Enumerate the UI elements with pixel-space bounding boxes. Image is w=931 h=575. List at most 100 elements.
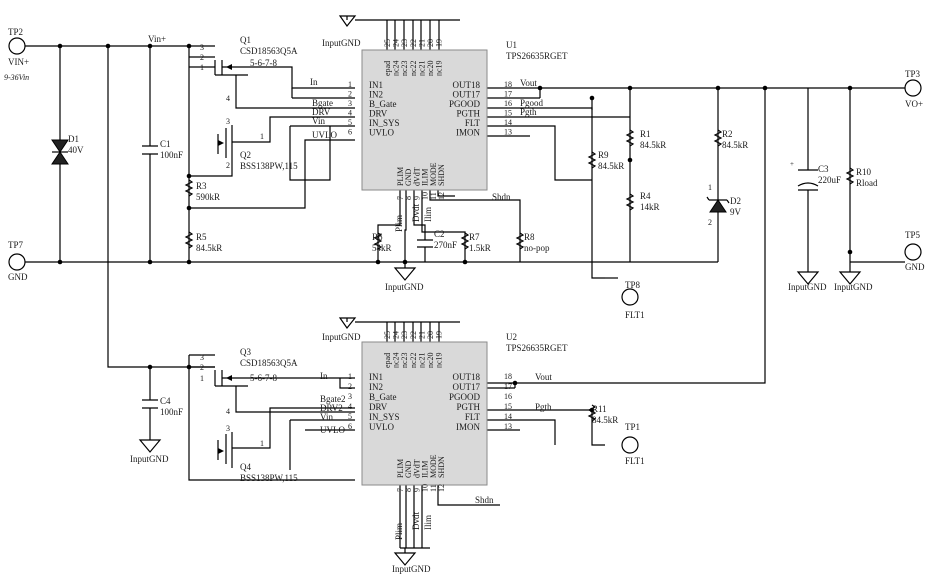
u2-pin-num: 2: [348, 382, 352, 391]
svg-text:2: 2: [200, 363, 204, 372]
net-drv-1: DRV: [312, 107, 331, 117]
gnd-label-4: InputGND: [834, 282, 873, 292]
u2-bottom-pin-gnd: GND: [404, 460, 413, 478]
u1-bottom-pin-num: 8: [404, 196, 413, 200]
net-dvdt-2: Dvdt: [411, 512, 421, 530]
test-point-tp1: TP1 FLT1: [621, 422, 645, 466]
q2-value: BSS138PW,115: [240, 161, 298, 171]
u1-top-pin-nc20: nc20: [426, 60, 435, 76]
q3-pins: 5-6-7-8: [250, 373, 277, 383]
u2-bottom-pin-plim: PLIM: [396, 459, 405, 478]
svg-text:1: 1: [260, 439, 264, 448]
u2-bottom-pin-dvdt: dVdT: [412, 459, 421, 478]
net-vout-1: Vout: [520, 78, 537, 88]
u1-bottom-pin-num: 11: [429, 192, 438, 200]
svg-text:3: 3: [226, 117, 230, 126]
c1-value: 100nF: [160, 150, 183, 160]
resistors: [184, 129, 855, 422]
u1-bottom-pin-gnd: GND: [404, 168, 413, 186]
net-ilim-2: Ilim: [423, 515, 433, 530]
u2-bottom-pin-num: 10: [421, 484, 430, 492]
u2-top-pin-nc21: nc21: [417, 352, 426, 368]
u1-pin-pgth: PGTH: [456, 109, 480, 119]
u1-top-pin-epad: epad: [383, 61, 392, 76]
u1-top-pin-num: 21: [417, 39, 426, 47]
c4-value: 100nF: [160, 407, 183, 417]
r8-ref: R8: [524, 232, 535, 242]
u2-bottom-pin-shdn: SHDN: [437, 456, 446, 478]
ic-u2: U2 TPS26635RGET IN11IN22B_Gate3DRV4IN_SY…: [348, 331, 568, 492]
c4-ref: C4: [160, 396, 171, 406]
tp5-label: GND: [905, 262, 925, 272]
u1-pin-out18: OUT18: [453, 80, 481, 90]
u1-top-pin-nc23: nc23: [400, 60, 409, 76]
svg-text:3: 3: [226, 424, 230, 433]
u1-bottom-pin-num: 7: [396, 196, 405, 200]
tp8-ref: TP8: [625, 280, 641, 290]
u1-bottom-pin-plim: PLIM: [396, 167, 405, 186]
u2-pin-num: 15: [504, 402, 512, 411]
u1-top-pin-num: 24: [392, 39, 401, 47]
u1-bottom-pin-mode: MODE: [429, 162, 438, 186]
u2-bottom-pin-num: 12: [437, 484, 446, 492]
net-shdn-1: Shdn: [492, 192, 511, 202]
ic-u1: U1 TPS26635RGET IN11IN22B_Gate3DRV4IN_SY…: [348, 39, 568, 200]
svg-text:3: 3: [200, 353, 204, 362]
net-pgth-1: Pgth: [520, 107, 537, 117]
u2-pin-b_gate: B_Gate: [369, 392, 397, 402]
u2-pin-in_sys: IN_SYS: [369, 412, 400, 422]
u2-pin-pgood: PGOOD: [449, 392, 481, 402]
net-vin-1: Vin: [312, 116, 325, 126]
gnd-label-5: InputGND: [322, 332, 361, 342]
r9-ref: R9: [598, 150, 609, 160]
net-pgth-2: Pgth: [535, 402, 552, 412]
u1-top-pin-nc24: nc24: [392, 60, 401, 76]
u2-pin-imon: IMON: [456, 422, 480, 432]
u1-top-pin-nc19: nc19: [435, 60, 444, 76]
test-point-tp5: TP5 GND: [904, 230, 925, 272]
u1-bottom-pin-num: 12: [437, 192, 446, 200]
capacitor-c2: C2 270nF: [415, 229, 457, 262]
net-bgate-1: Bgate: [312, 98, 333, 108]
u2-top-pin-epad: epad: [383, 353, 392, 368]
gnd-label-2: InputGND: [385, 282, 424, 292]
net-plim-1: Plim: [394, 215, 404, 232]
u2-pin-num: 4: [348, 402, 352, 411]
mosfet-q2: 3 1 2 Q2 BSS138PW,115: [217, 117, 298, 171]
net-ilim-1: Ilim: [423, 207, 433, 222]
r4-ref: R4: [640, 191, 651, 201]
u1-bottom-pin-num: 10: [421, 192, 430, 200]
c3-value: 220uF: [818, 175, 841, 185]
tp7-ref: TP7: [8, 240, 24, 250]
r2-ref: R2: [722, 129, 733, 139]
gnd-label-1: InputGND: [322, 38, 361, 48]
u1-top-pin-num: 23: [400, 39, 409, 47]
u1-pin-uvlo: UVLO: [369, 128, 394, 138]
d1-ref: D1: [68, 134, 79, 144]
u1-pin-num: 18: [504, 80, 512, 89]
capacitor-c4: C4 100nF: [140, 396, 183, 417]
net-plim-2: Plim: [394, 523, 404, 540]
u1-pin-in2: IN2: [369, 90, 383, 100]
u1-pin-num: 15: [504, 109, 512, 118]
net-uvlo-2: UVLO: [320, 425, 345, 435]
u1-pin-num: 2: [348, 90, 352, 99]
tp5-ref: TP5: [905, 230, 921, 240]
net-pgood: Pgood: [520, 98, 544, 108]
tp2-label: VIN+: [8, 57, 29, 67]
c2-ref: C2: [434, 229, 445, 239]
net-dvdt-1: Dvdt: [411, 204, 421, 222]
mosfet-q3: 3 2 1 4 Q3 CSD18563Q5A 5-6-7-8: [200, 347, 298, 416]
u2-bottom-pin-num: 8: [404, 488, 413, 492]
u1-pin-flt: FLT: [465, 118, 481, 128]
u2-ref: U2: [506, 332, 517, 342]
r7-ref: R7: [469, 232, 480, 242]
q1-value: CSD18563Q5A: [240, 46, 298, 56]
r9-value: 84.5kR: [598, 161, 624, 171]
u2-top-pin-num: 19: [435, 331, 444, 339]
r5-value: 84.5kR: [196, 243, 222, 253]
svg-text:1: 1: [708, 183, 712, 192]
u2-pin-num: 18: [504, 372, 512, 381]
u2-top-pin-nc19: nc19: [435, 352, 444, 368]
